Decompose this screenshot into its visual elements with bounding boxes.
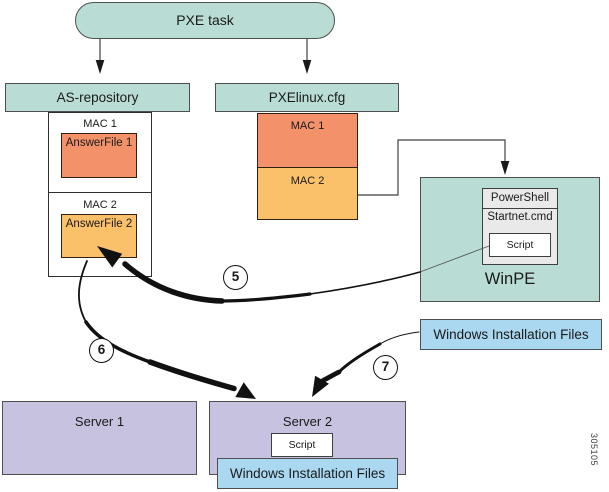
arrow-step7: [312, 331, 420, 397]
server2-script-node: Script: [271, 433, 333, 457]
step-5-badge: 5: [223, 265, 248, 290]
as-repository-title: AS-repository: [56, 90, 139, 105]
winpe-node: PowerShell Startnet.cmd Script WinPE: [420, 177, 600, 302]
pxelinux-title: PXElinux.cfg: [268, 90, 346, 105]
powershell-label: PowerShell: [490, 192, 550, 204]
server2-title: Server 2: [282, 414, 333, 429]
pxelinux-mac1-label: MAC 1: [290, 120, 325, 132]
as-repository-node: AS-repository: [5, 83, 190, 112]
pxelinux-mac2-node: MAC 2: [257, 167, 358, 220]
answerfile2-node: AnswerFile 2: [61, 214, 137, 258]
powershell-node: PowerShell: [482, 188, 558, 209]
pxelinux-node: PXElinux.cfg: [215, 83, 399, 112]
answerfile1-label: AnswerFile 1: [65, 137, 133, 149]
windows-installation-files-node: Windows Installation Files: [420, 319, 602, 350]
arrow-pxe-to-pxelinux: [302, 39, 312, 74]
pxelinux-mac1-node: MAC 1: [257, 113, 358, 168]
windows-installation-files-label: Windows Installation Files: [433, 327, 589, 342]
server2-files-label: Windows Installation Files: [229, 466, 386, 481]
answerfile1-node: AnswerFile 1: [61, 133, 137, 178]
server1-title: Server 1: [74, 414, 125, 429]
arrow-pxe-to-asrepo: [95, 39, 105, 74]
winpe-script-label: Script: [506, 239, 534, 251]
server2-files-node: Windows Installation Files: [217, 458, 398, 489]
server2-script-label: Script: [288, 439, 316, 451]
answerfile2-label: AnswerFile 2: [65, 218, 133, 230]
step-6-number: 6: [97, 342, 106, 357]
as-repo-mac2-label: MAC 2: [83, 199, 117, 211]
step-7-number: 7: [381, 359, 390, 374]
winpe-script-node: Script: [489, 233, 551, 257]
step-6-badge: 6: [89, 338, 114, 363]
as-repo-mac1-label: MAC 1: [83, 118, 117, 130]
startnet-label: Startnet.cmd: [487, 211, 553, 223]
server2-node: Server 2 Script Windows Installation Fil…: [209, 401, 406, 489]
winpe-title: WinPE: [484, 270, 536, 288]
pxelinux-mac2-label: MAC 2: [290, 175, 325, 187]
pxe-task-node: PXE task: [75, 2, 335, 39]
pxe-task-label: PXE task: [176, 12, 234, 28]
step-5-number: 5: [231, 269, 240, 284]
figure-number: 305105: [589, 433, 599, 467]
server1-node: Server 1: [2, 401, 197, 475]
step-7-badge: 7: [373, 355, 398, 380]
